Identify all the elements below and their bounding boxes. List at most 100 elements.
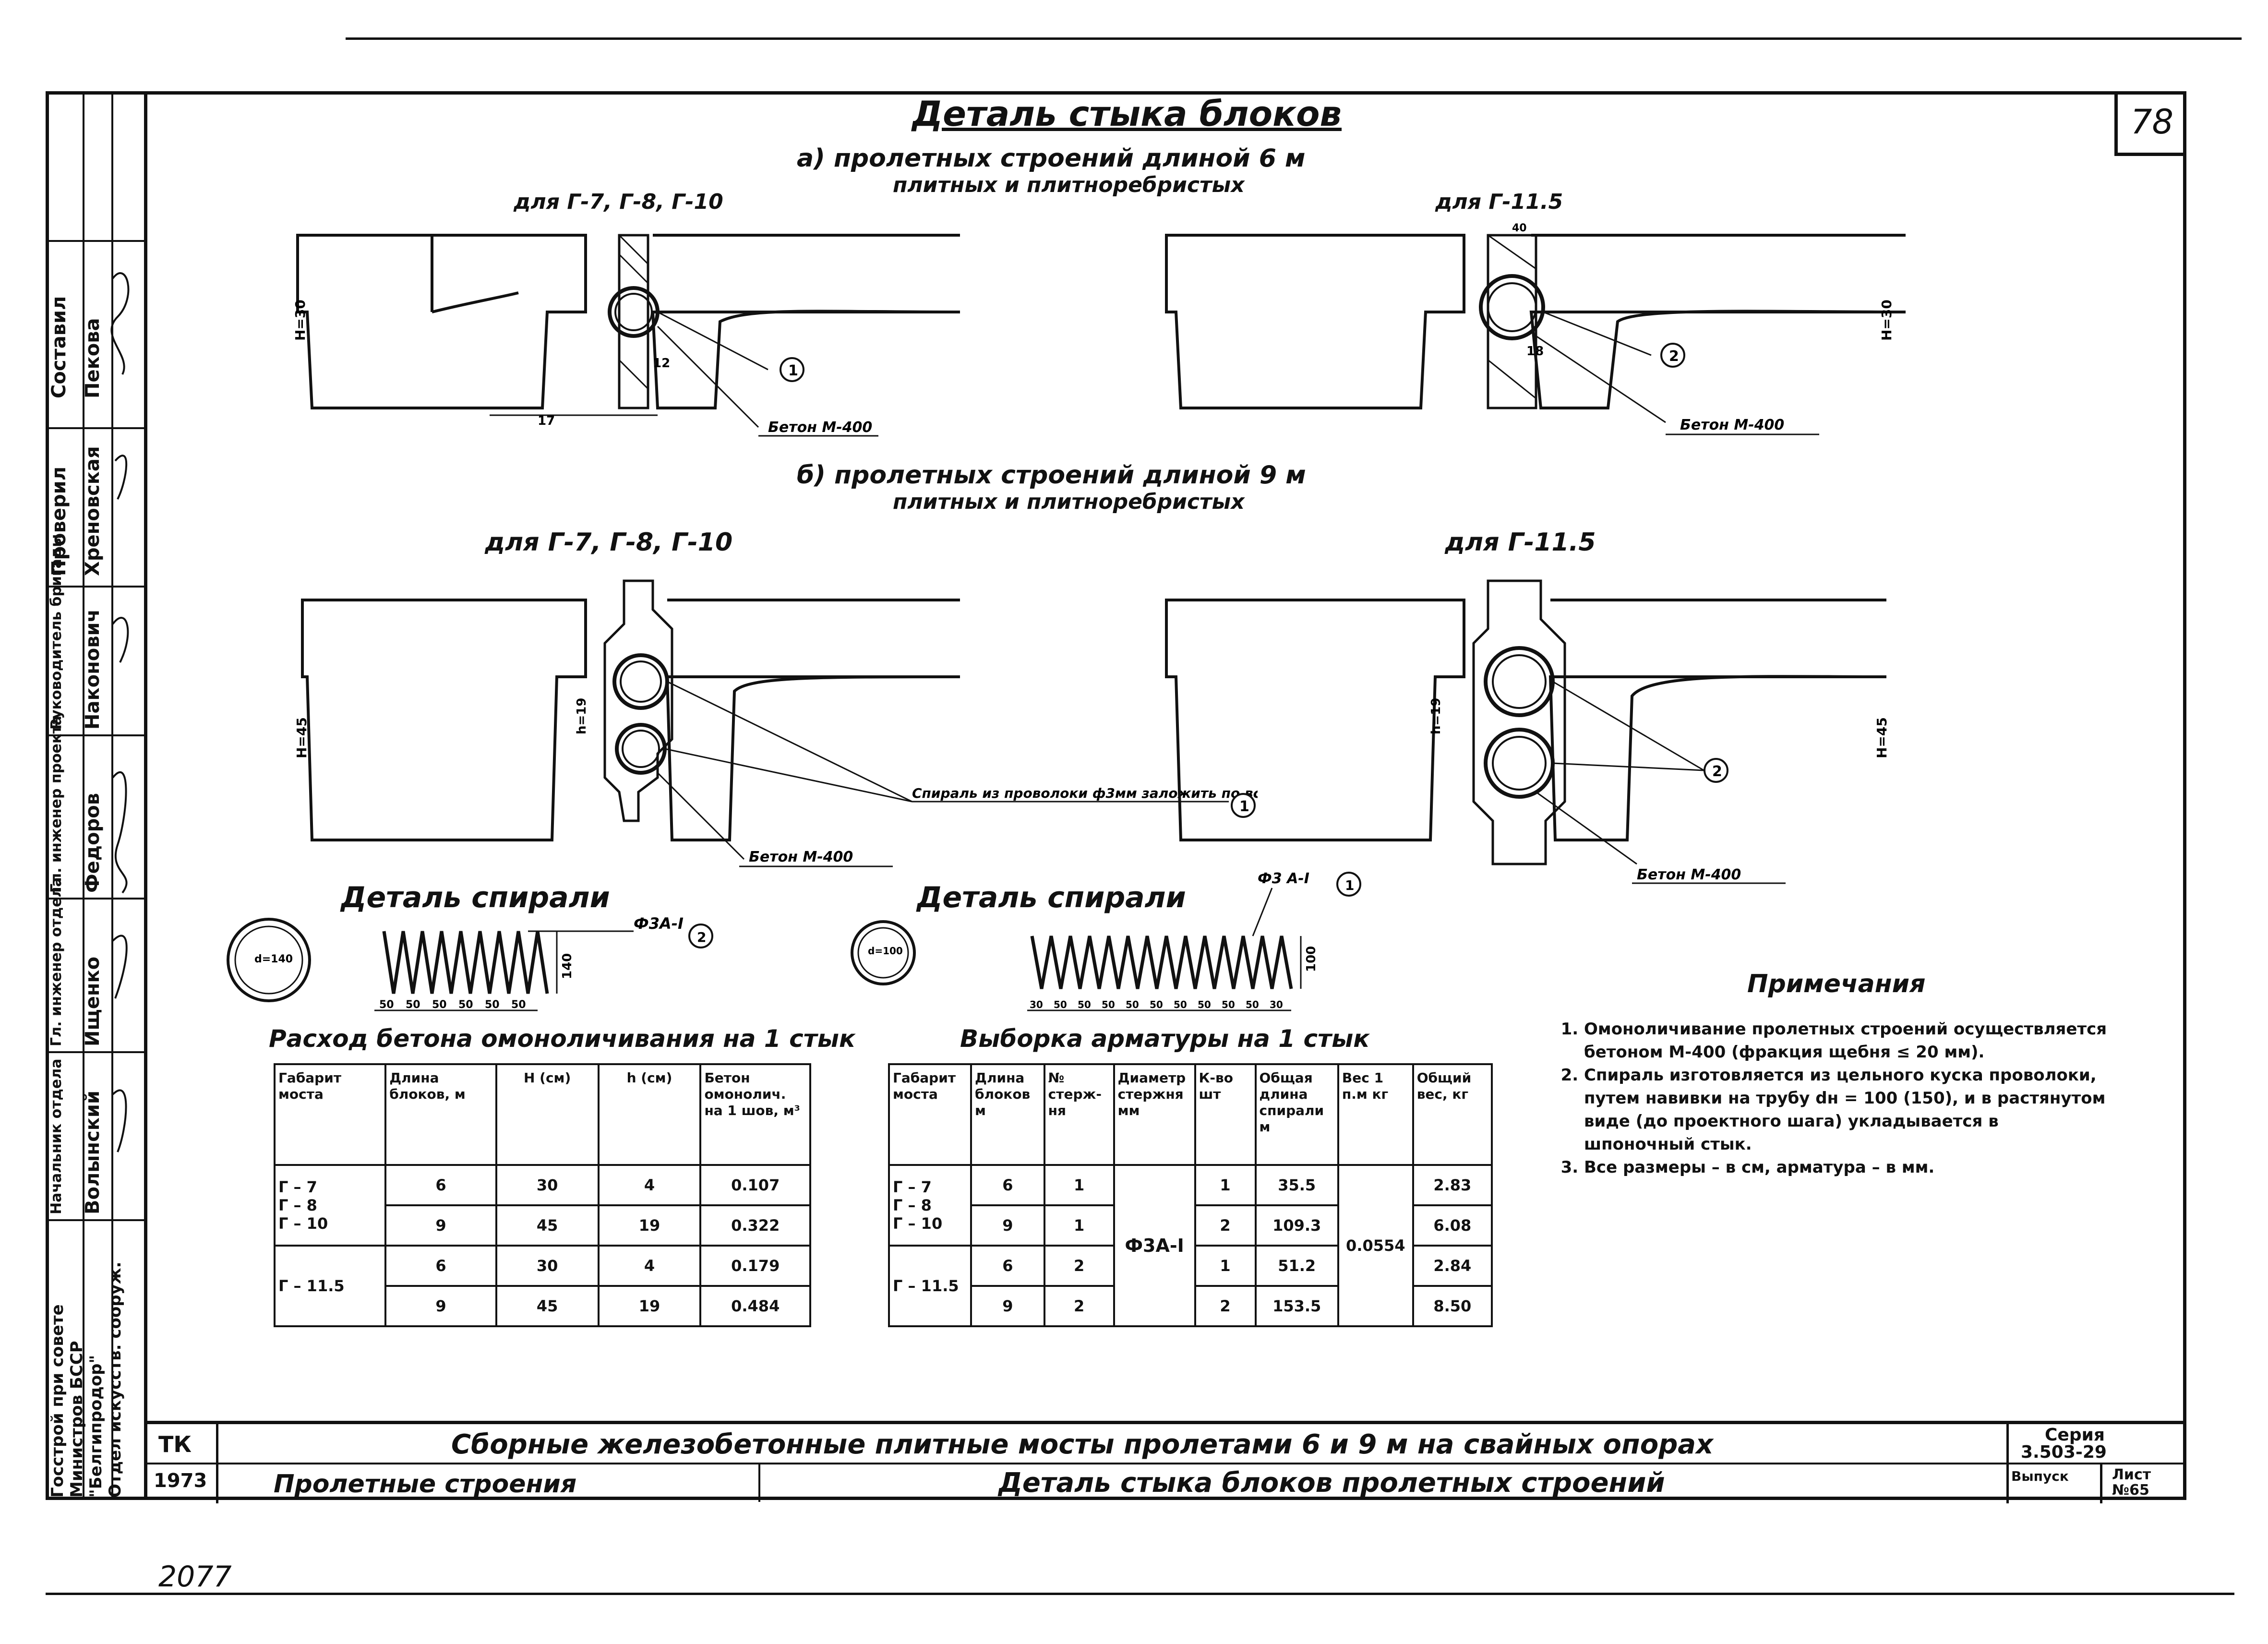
table-row: Г – 11.5 6 30 4 0.179 [273, 1245, 811, 1327]
stamp-drawing: Деталь стыка блоков пролетных строений [998, 1467, 1665, 1499]
spiral-right-height: 100 [1304, 946, 1319, 972]
name-checked: Хреновская [82, 446, 104, 576]
org-line-4: Отдел искусств. сооруж. [106, 1261, 125, 1498]
role-composed: Составил [48, 296, 70, 398]
spiral-note-b: Спираль из проволоки ф3мм заложить по вс… [912, 785, 1258, 801]
ct-cell: 9 [384, 1204, 497, 1247]
joint-drawing-b-right: 2 Бетон М-400 H=45 h=19 [1165, 579, 1890, 884]
spiral-detail-right: d=100 100 Ф3 А-I 1 30 50 50 50 50 50 50 … [851, 870, 1361, 1011]
spiral-right-label: Ф3 А-I [1258, 870, 1309, 887]
rt-h4: К-во шт [1194, 1063, 1257, 1166]
ct-cell: 19 [597, 1285, 702, 1327]
rebar-table: Габарит моста Длина блоков м № стерж-ня … [888, 1063, 1493, 1327]
ct-g0-label: Г – 7 Г – 8 Г – 10 [273, 1164, 387, 1247]
rt-cell: 6 [970, 1245, 1045, 1287]
pitch-left-6: 50 [511, 999, 526, 1011]
ct-h2: H (см) [495, 1063, 600, 1166]
stamp-issue: Выпуск [2011, 1468, 2069, 1484]
org-line-3: "Белгипродор" [86, 1355, 106, 1498]
mark-1-b: 1 [1239, 798, 1249, 815]
name-head-dept: Волынский [82, 1091, 104, 1214]
concrete-label-a-left: Бетон М-400 [768, 419, 872, 436]
pitch-right-1: 30 [1030, 999, 1043, 1010]
rt-g0-label: Г – 7 Г – 8 Г – 10 [888, 1164, 972, 1247]
rt-diameter: Ф3А-I [1113, 1164, 1196, 1327]
rt-cell: 1 [1194, 1245, 1257, 1287]
table-row: Г – 7 Г – 8 Г – 10 6 30 4 0.107 [273, 1164, 811, 1247]
ct-cell: 45 [495, 1285, 600, 1327]
rt-cell: 2 [1043, 1245, 1115, 1287]
rebar-table-caption: Выборка арматуры на 1 стык [960, 1025, 1370, 1053]
table-row: 9 1 2 109.3 6.08 [889, 1204, 1493, 1247]
section-b-subtitle: плитных и плитноребристых [893, 490, 1245, 514]
table-row: Г – 7 Г – 8 Г – 10 6 1 Ф3А-I 1 35.5 0.05… [888, 1164, 1493, 1327]
rt-g1-label: Г – 11.5 [888, 1245, 972, 1327]
ct-cell: 4 [597, 1245, 702, 1287]
org-line-1: Госстрой при совете [48, 1304, 67, 1498]
pitch-right-6: 50 [1150, 999, 1163, 1010]
rt-cell: 1 [1194, 1164, 1257, 1206]
joint-drawing-a-left: 1 H=30 Бетон М-400 12 17 [292, 234, 960, 437]
sheet-frame [144, 91, 2186, 1500]
rt-cell: 109.3 [1254, 1204, 1339, 1247]
name-chief-project: Федоров [82, 792, 104, 893]
rt-h2: № стерж-ня [1043, 1063, 1115, 1166]
spiral-left-label: Ф3А-I [634, 914, 684, 933]
dim-h19-b: h=19 [575, 698, 589, 734]
dim-h45-b: H=45 [294, 717, 310, 758]
mark-1-a: 1 [788, 362, 798, 379]
joint-drawing-b-left: Спираль из проволоки ф3мм заложить по вс… [294, 579, 1258, 867]
pitch-right-9: 50 [1222, 999, 1235, 1010]
rt-h6: Вес 1 п.м кг [1337, 1063, 1414, 1166]
ct-cell: 30 [495, 1245, 600, 1287]
handwritten-number: 2077 [158, 1560, 232, 1594]
rt-cell: 9 [970, 1204, 1045, 1247]
circle-right-dim: d=100 [868, 945, 903, 957]
concrete-table: Габарит моста Длина блоков, м H (см) h (… [273, 1063, 811, 1327]
dim-h30-a: H=30 [292, 300, 308, 341]
rt-unit-weight: 0.0554 [1337, 1164, 1414, 1327]
org-line-2: Министров БССР [67, 1341, 86, 1498]
pitch-left-4: 50 [458, 999, 473, 1011]
rt-cell: 6 [970, 1164, 1045, 1206]
ct-cell: 0.179 [699, 1245, 811, 1287]
ct-h4: Бетон омонолич. на 1 шов, м³ [699, 1063, 811, 1166]
stamp-year: 1973 [154, 1470, 207, 1492]
pitch-right-3: 50 [1078, 999, 1091, 1010]
concrete-table-caption: Расход бетона омоноличивания на 1 стык [269, 1025, 855, 1053]
ct-h0: Габарит моста [273, 1063, 387, 1166]
mark-2-a: 2 [1669, 348, 1679, 365]
rt-cell: 2 [1043, 1285, 1115, 1327]
ct-cell: 19 [597, 1204, 702, 1247]
dim-12-a: 12 [653, 356, 670, 371]
pitch-right-11: 30 [1270, 999, 1283, 1010]
rt-h7: Общий вес, кг [1412, 1063, 1493, 1166]
pitch-right-10: 50 [1246, 999, 1259, 1010]
ct-h3: h (см) [597, 1063, 702, 1166]
table-row: Г – 11.5 6 2 1 51.2 2.84 [888, 1245, 1493, 1327]
role-head-dept: Начальник отдела [48, 1058, 65, 1214]
section-b-title: б) пролетных строений длиной 9 м [797, 461, 1306, 490]
rt-cell: 2.84 [1412, 1245, 1493, 1287]
main-title: Деталь стыка блоков [912, 94, 1342, 134]
stamp-sheet-label: Лист [2112, 1466, 2151, 1483]
concrete-label-a-right: Бетон М-400 [1680, 417, 1784, 433]
stamp-series-label: Серия [2045, 1425, 2105, 1445]
ct-g1-label: Г – 11.5 [273, 1245, 387, 1327]
spiral-detail-title-left: Деталь спирали [341, 881, 610, 914]
rt-cell: 2.83 [1412, 1164, 1493, 1206]
circle-left-dim: d=140 [254, 953, 293, 965]
ct-cell: 45 [495, 1204, 600, 1247]
a-left-label: для Г-7, Г-8, Г-10 [514, 190, 723, 214]
signatures [110, 272, 130, 1152]
dim-40-a: 40 [1512, 222, 1527, 234]
concrete-label-b-right: Бетон М-400 [1637, 866, 1741, 883]
table-row: 9 2 2 153.5 8.50 [889, 1285, 1493, 1327]
dim-18-a: 18 [1526, 344, 1544, 359]
pitch-right-4: 50 [1102, 999, 1115, 1010]
dim-17-a: 17 [538, 414, 555, 428]
dim-h30-a-right: H=30 [1879, 300, 1895, 341]
b-right-label: для Г-11.5 [1445, 528, 1596, 557]
stamp-tk: ТК [158, 1431, 192, 1457]
role-chief-project: Гл. инженер проекта [48, 715, 65, 893]
